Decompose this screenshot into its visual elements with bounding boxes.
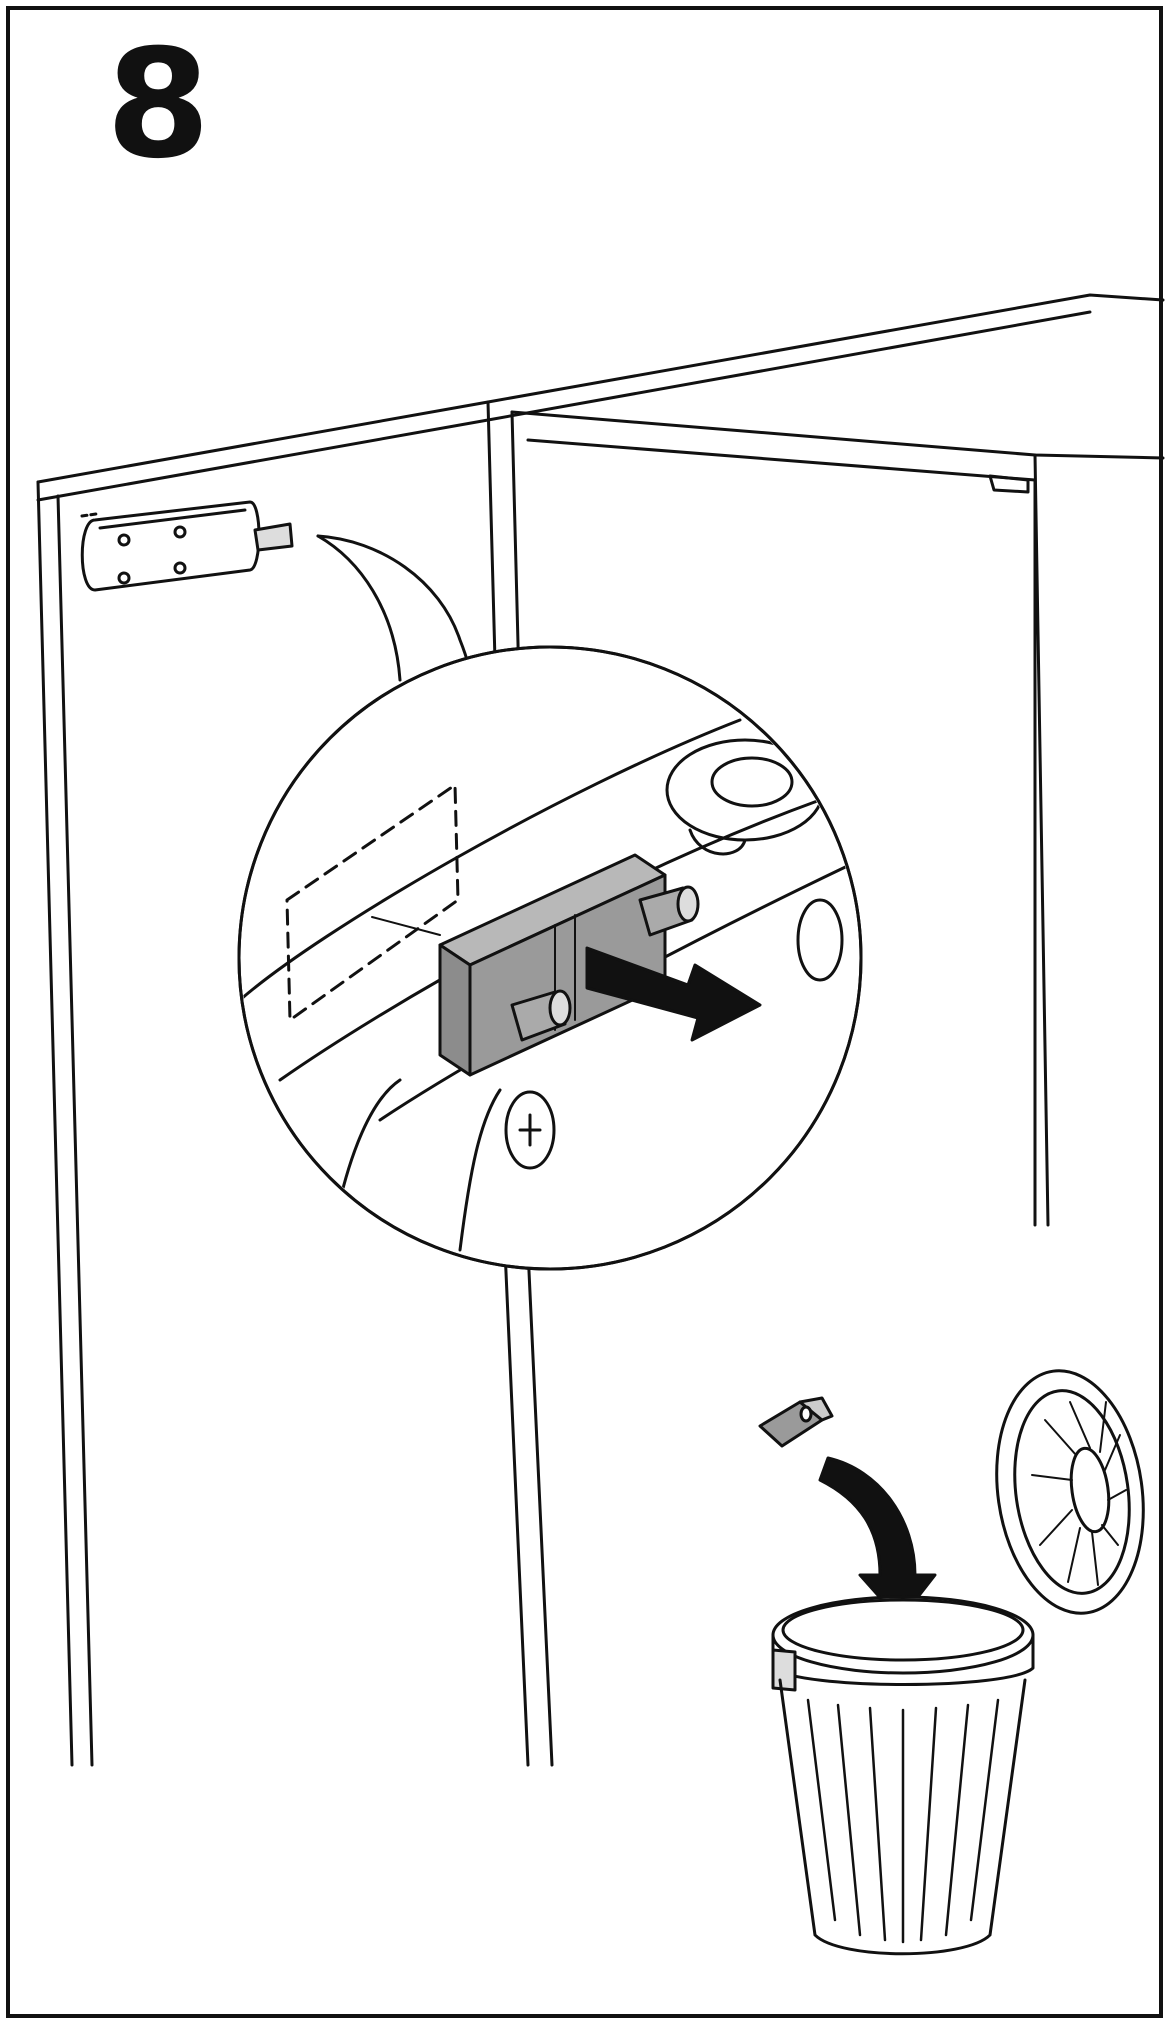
door-catch-assembly: [80, 500, 294, 592]
step-number: 8: [106, 18, 211, 192]
drop-arrow-icon: [818, 1456, 937, 1622]
trash-bin-icon: [771, 1369, 1145, 1956]
falling-spacer-part: [758, 1396, 834, 1448]
spacer-part: [438, 853, 700, 1077]
removal-arrow-icon: [585, 946, 762, 1042]
